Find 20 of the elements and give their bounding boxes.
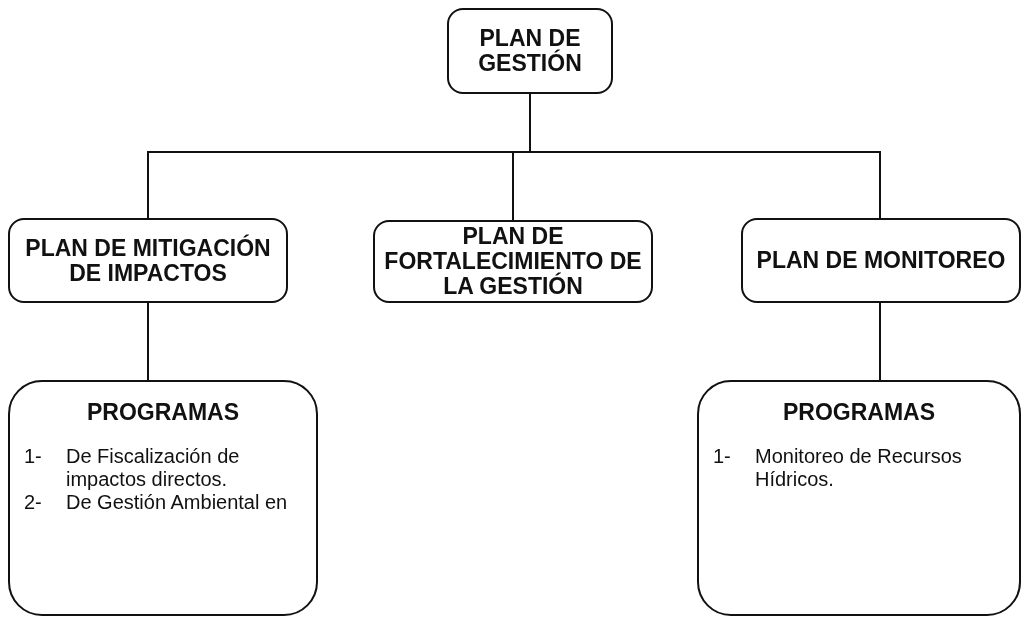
plan-box — [373, 220, 653, 303]
program-item: De Fiscalización de impactos directos. — [66, 445, 241, 491]
connector-line — [147, 302, 149, 381]
box-heading: PLAN DE MITIGACIÓN DE IMPACTOS — [24, 235, 272, 286]
plan-box — [447, 8, 613, 94]
program-list-box — [697, 380, 1021, 616]
box-heading: PLAN DE FORTALECIMIENTO DE LA GESTIÓN — [383, 224, 643, 299]
plan-box — [741, 218, 1021, 303]
connector-line — [879, 302, 881, 381]
list-number: 2- — [24, 491, 43, 514]
plan-box — [8, 218, 288, 303]
box-heading: PLAN DE GESTIÓN — [477, 26, 583, 76]
program-item: Monitoreo de Recursos Hídricos. — [755, 445, 963, 491]
program-item: De Gestión Ambiental en — [66, 491, 288, 514]
box-heading: PROGRAMAS — [781, 400, 937, 425]
list-number: 1- — [24, 445, 43, 469]
list-number: 1- — [713, 445, 732, 469]
box-heading: PROGRAMAS — [85, 400, 241, 425]
box-heading: PLAN DE MONITOREO — [756, 248, 1006, 273]
program-list-box — [8, 380, 318, 616]
